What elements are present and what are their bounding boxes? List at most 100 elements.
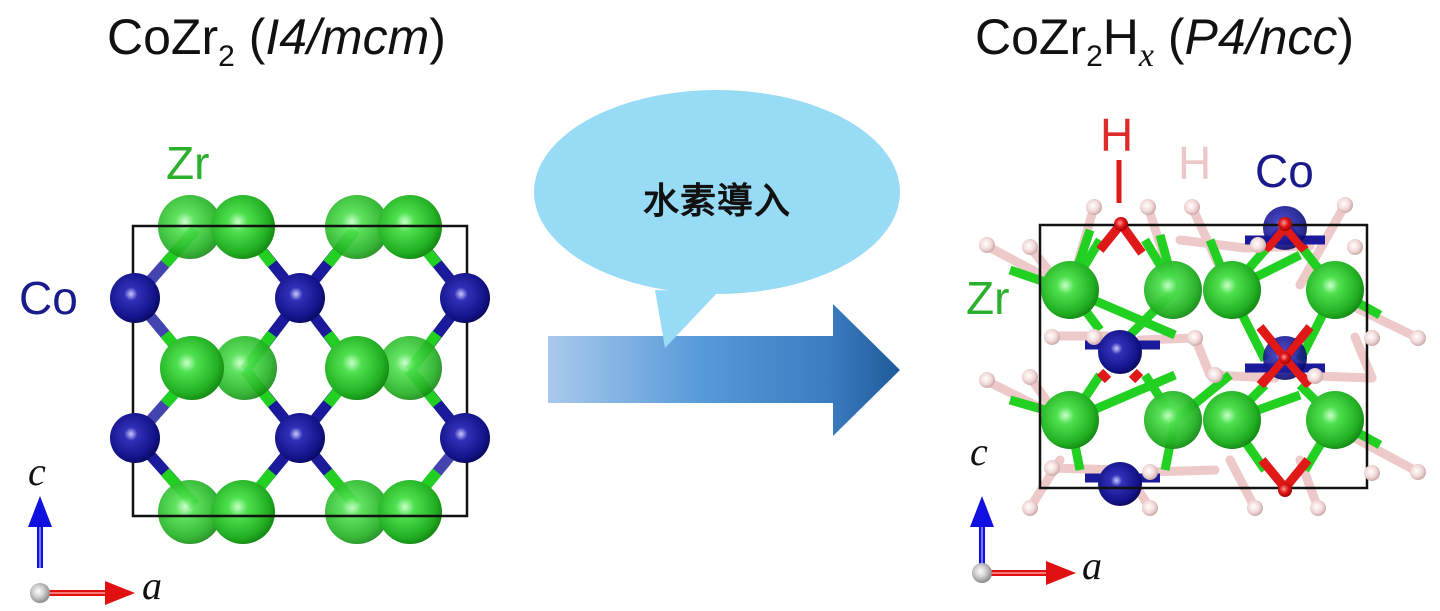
speech-bubble [534, 90, 900, 348]
left-paren-close: ) [429, 9, 446, 65]
h-atom-pink [1337, 197, 1353, 213]
left-co-atoms [110, 273, 490, 463]
zr-atom [325, 336, 389, 400]
right-structure-title: CoZr2Hx (P4/ncc) [975, 12, 1354, 73]
speech-bubble-body [534, 90, 900, 294]
left-unit-cell [131, 224, 469, 518]
h-atom-pink [1247, 500, 1263, 516]
h-atom-pink [1410, 330, 1426, 346]
h-atom-pink [1142, 464, 1158, 480]
h-atom-pink [1142, 500, 1158, 516]
co-atom [1098, 330, 1142, 374]
left-zr-atoms [158, 195, 442, 544]
right-crystal-structure [979, 160, 1426, 516]
bubble-text: 水素導入 [642, 181, 791, 222]
right-space-group: P4/ncc [1184, 9, 1338, 65]
h-atom-pink [1022, 369, 1038, 385]
left-a-axis-label: a [142, 563, 162, 608]
h-atom-pink [1207, 367, 1223, 383]
axis-origin [972, 563, 992, 583]
right-paren-open: ( [1154, 9, 1185, 65]
co-atom [1098, 462, 1142, 506]
right-a-axis-label: a [1082, 543, 1102, 588]
h-atom-pink [1022, 500, 1038, 516]
right-co-label: Co [1255, 145, 1314, 197]
right-h-pink-label: H [1178, 137, 1212, 189]
c-axis-arrowhead [970, 496, 994, 527]
right-h-red-label: H [1100, 109, 1134, 161]
c-axis-arrowhead [28, 496, 52, 527]
h-atom-red [1278, 483, 1292, 497]
right-c-axis-label: c [970, 429, 988, 474]
zr-atom [1041, 261, 1099, 319]
h-atom-pink [1310, 500, 1326, 516]
zr-atom [325, 480, 389, 544]
transition-arrow [548, 304, 900, 436]
h-atom-pink [1044, 460, 1060, 476]
co-atom [440, 273, 490, 323]
co-atom [275, 273, 325, 323]
h-atom-pink [979, 237, 995, 253]
h-atom-red [1279, 352, 1291, 364]
co-atom [440, 413, 490, 463]
h-atom-pink [1086, 199, 1102, 215]
h-atom-pink [1044, 329, 1060, 345]
gradient-arrow [548, 304, 900, 436]
zr-atom [1203, 391, 1261, 449]
left-formula-main: CoZr [107, 9, 219, 65]
left-axis-indicator [28, 496, 135, 605]
h-atom-pink [1250, 237, 1266, 253]
zr-atom [1144, 391, 1202, 449]
speech-bubble-tail [655, 290, 718, 348]
zr-atom [1306, 261, 1364, 319]
h-atom-pink [1364, 465, 1380, 481]
h-atom-pink [1140, 199, 1156, 215]
a-axis-arrowhead [105, 581, 135, 605]
h-atom-pink [1307, 368, 1323, 384]
h-atom-red [1114, 217, 1128, 231]
left-space-group: I4/mcm [265, 9, 430, 65]
zr-atom [1306, 391, 1364, 449]
zr-atom [1144, 261, 1202, 319]
right-pink-h-atoms [979, 197, 1426, 516]
right-formula-x: x [1138, 37, 1154, 74]
h-atom-pink [979, 372, 995, 388]
co-atom [275, 413, 325, 463]
zr-atom [213, 336, 277, 400]
zr-atom [378, 480, 442, 544]
left-structure-title: CoZr2 (I4/mcm) [107, 12, 446, 72]
h-atom-pink [1364, 330, 1380, 346]
right-red-h-atoms [1114, 217, 1292, 497]
h-atom-red [1278, 217, 1292, 231]
left-crystal-structure [110, 195, 490, 544]
right-zr-label: Zr [966, 272, 1010, 324]
zr-atom [160, 336, 224, 400]
h-atom-pink [1347, 239, 1363, 255]
h-atom-pink [1184, 199, 1200, 215]
zr-atom [1041, 391, 1099, 449]
co-atom [110, 413, 160, 463]
right-formula-sub: 2 [1086, 40, 1103, 73]
h-atom-pink [1410, 464, 1426, 480]
zr-atom [378, 336, 442, 400]
co-atom [110, 273, 160, 323]
right-formula-h: H [1102, 9, 1139, 65]
h-atom-pink [1086, 329, 1102, 345]
left-zr-label: Zr [166, 137, 210, 189]
right-paren-close: ) [1337, 9, 1355, 65]
right-red-h-over [1258, 225, 1312, 388]
h-atom-pink [1022, 239, 1038, 255]
right-formula-main: CoZr [975, 9, 1087, 65]
right-unit-cell [1038, 223, 1369, 490]
right-zr-atoms [1041, 261, 1364, 449]
right-axis-indicator [970, 496, 1076, 585]
zr-atom [158, 480, 222, 544]
a-axis-arrowhead [1046, 561, 1076, 585]
axis-origin [30, 583, 50, 603]
zr-atom [211, 480, 275, 544]
left-paren-open: ( [234, 9, 266, 65]
left-formula-sub: 2 [218, 40, 235, 73]
left-co-label: Co [19, 272, 78, 324]
left-c-axis-label: c [28, 449, 46, 494]
